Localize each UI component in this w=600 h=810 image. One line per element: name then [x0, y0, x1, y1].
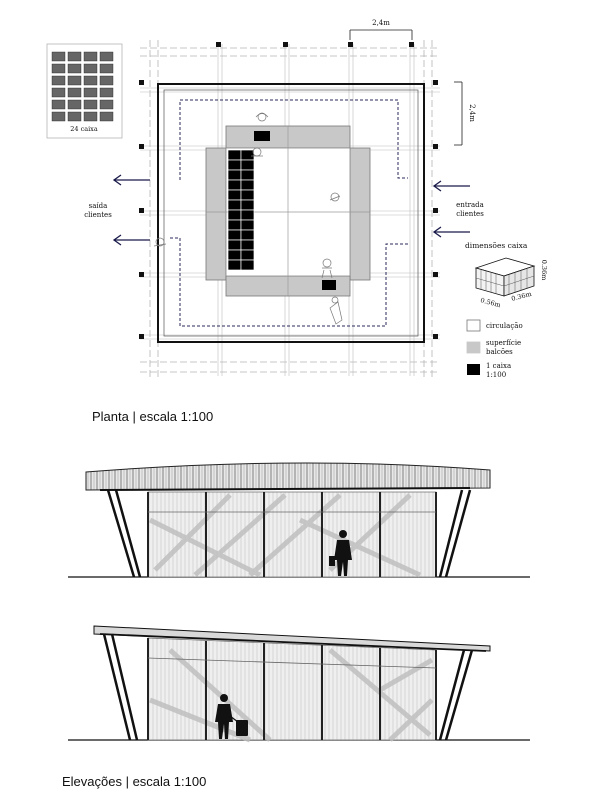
svg-text:1:100: 1:100	[486, 371, 506, 379]
box-stack	[227, 149, 255, 271]
svg-text:entrada: entrada	[456, 201, 484, 209]
box-height-label: 0.36m	[540, 260, 548, 281]
box-width-label: 0.56m	[479, 296, 501, 309]
legend-swatch-box	[467, 364, 480, 375]
floor-plan	[112, 29, 470, 380]
legend-label-box: 1 caixa	[486, 362, 511, 370]
entry-arrows	[432, 180, 470, 238]
box-count-label: 24 caixa	[70, 125, 98, 133]
legend-swatch-circulation	[466, 319, 481, 332]
counter-left	[205, 147, 227, 281]
exit-label: saída clientes	[84, 202, 112, 219]
legend: circulação superfície balcões 1 caixa 1:…	[466, 319, 523, 379]
box-dimensions-title: dimensões caixa	[465, 241, 528, 250]
counter-right	[349, 147, 371, 281]
elevation-side	[68, 625, 530, 743]
exit-arrows	[112, 174, 150, 246]
elevation-front	[68, 462, 530, 578]
person-silhouette	[215, 694, 248, 739]
dimension-lines	[349, 29, 463, 146]
legend-label-counter: superfície	[486, 339, 521, 347]
plan-caption: Planta | escala 1:100	[92, 409, 214, 424]
person-silhouette	[329, 530, 352, 576]
entry-label: entrada clientes	[456, 201, 484, 218]
box-dimensions: dimensões caixa 0.56m 0.36m 0.36m	[465, 241, 548, 309]
legend-label-circulation: circulação	[486, 322, 523, 330]
top-dimension-label: 2,4m	[372, 19, 390, 27]
svg-text:clientes: clientes	[456, 210, 484, 218]
svg-text:balcões: balcões	[486, 348, 513, 356]
svg-text:saída: saída	[89, 202, 108, 210]
svg-text:clientes: clientes	[84, 211, 112, 219]
people-sketches	[153, 112, 343, 325]
legend-swatch-counter	[466, 341, 481, 354]
side-dimension-label: 2,4m	[468, 104, 476, 122]
boxes-inset: 24 caixa	[46, 43, 123, 139]
elevations-caption: Elevações | escala 1:100	[62, 774, 207, 789]
